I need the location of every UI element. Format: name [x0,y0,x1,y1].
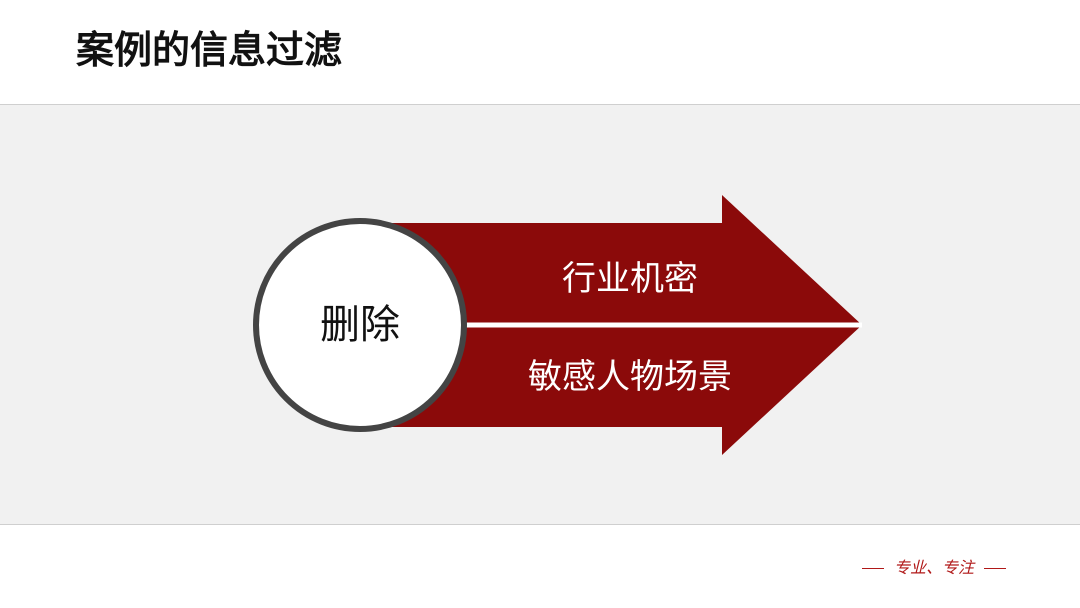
footer-tagline-group: 专业、专注 [861,556,1006,580]
filter-arrow-diagram [253,195,862,455]
arrow-label-sensitive-scenes: 敏感人物场景 [528,357,732,397]
footer-tagline: 专业、专注 [893,558,974,577]
center-circle [253,218,467,432]
footer-rule-left [861,567,884,569]
footer-rule-right [984,567,1006,569]
arrow-label-industry-secrets: 行业机密 [562,259,698,299]
center-circle-label: 删除 [320,302,400,348]
content-panel: 行业机密 敏感人物场景 删除 [0,104,1080,525]
page-title: 案例的信息过滤 [76,28,343,72]
